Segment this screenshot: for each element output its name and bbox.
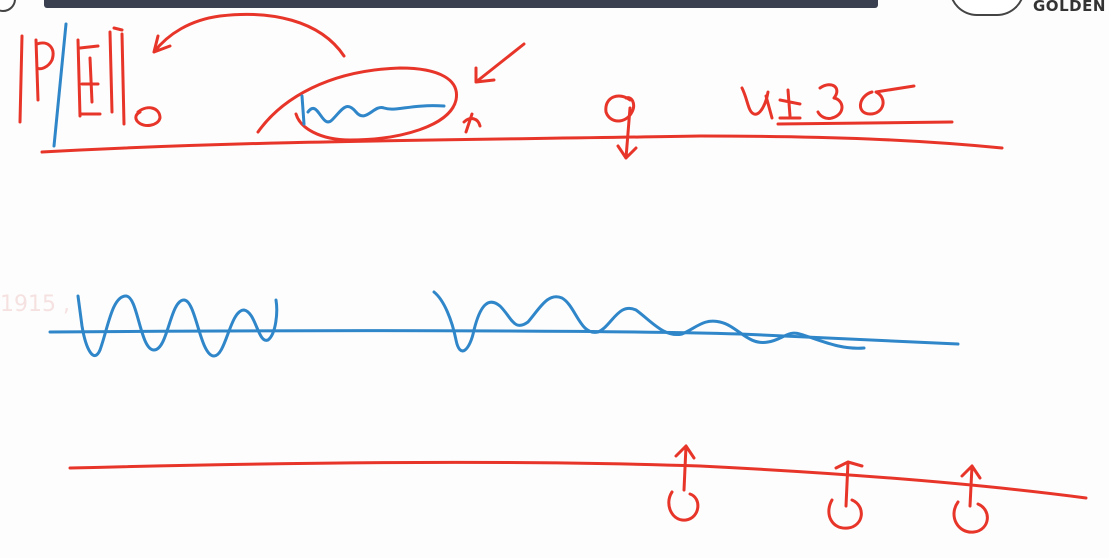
up-arrow-marker-3 — [952, 464, 989, 534]
middle-axis-line — [48, 329, 960, 346]
pointer-arrow — [474, 42, 526, 84]
top-toolbar-bar — [44, 0, 878, 8]
up-arrow-marker-1 — [667, 444, 700, 522]
small-x-mark — [462, 112, 482, 134]
circled-wave-sketch — [256, 66, 458, 142]
curved-arrow — [152, 12, 346, 58]
q-with-down-arrow — [604, 94, 638, 160]
bottom-axis-line — [68, 460, 1088, 500]
high-frequency-wave — [76, 294, 279, 358]
watermark: 1915 , — [0, 292, 70, 317]
handwritten-pe-symbol — [18, 22, 162, 148]
logo-text: GOLDEN — [1033, 0, 1106, 15]
up-arrow-marker-2 — [827, 460, 864, 530]
golden-logo: 1998 GOLDEN — [949, 0, 1109, 22]
handwritten-formula-u-pm-3sigma — [740, 83, 954, 126]
top-baseline — [40, 134, 1004, 154]
decaying-wave — [432, 290, 866, 353]
